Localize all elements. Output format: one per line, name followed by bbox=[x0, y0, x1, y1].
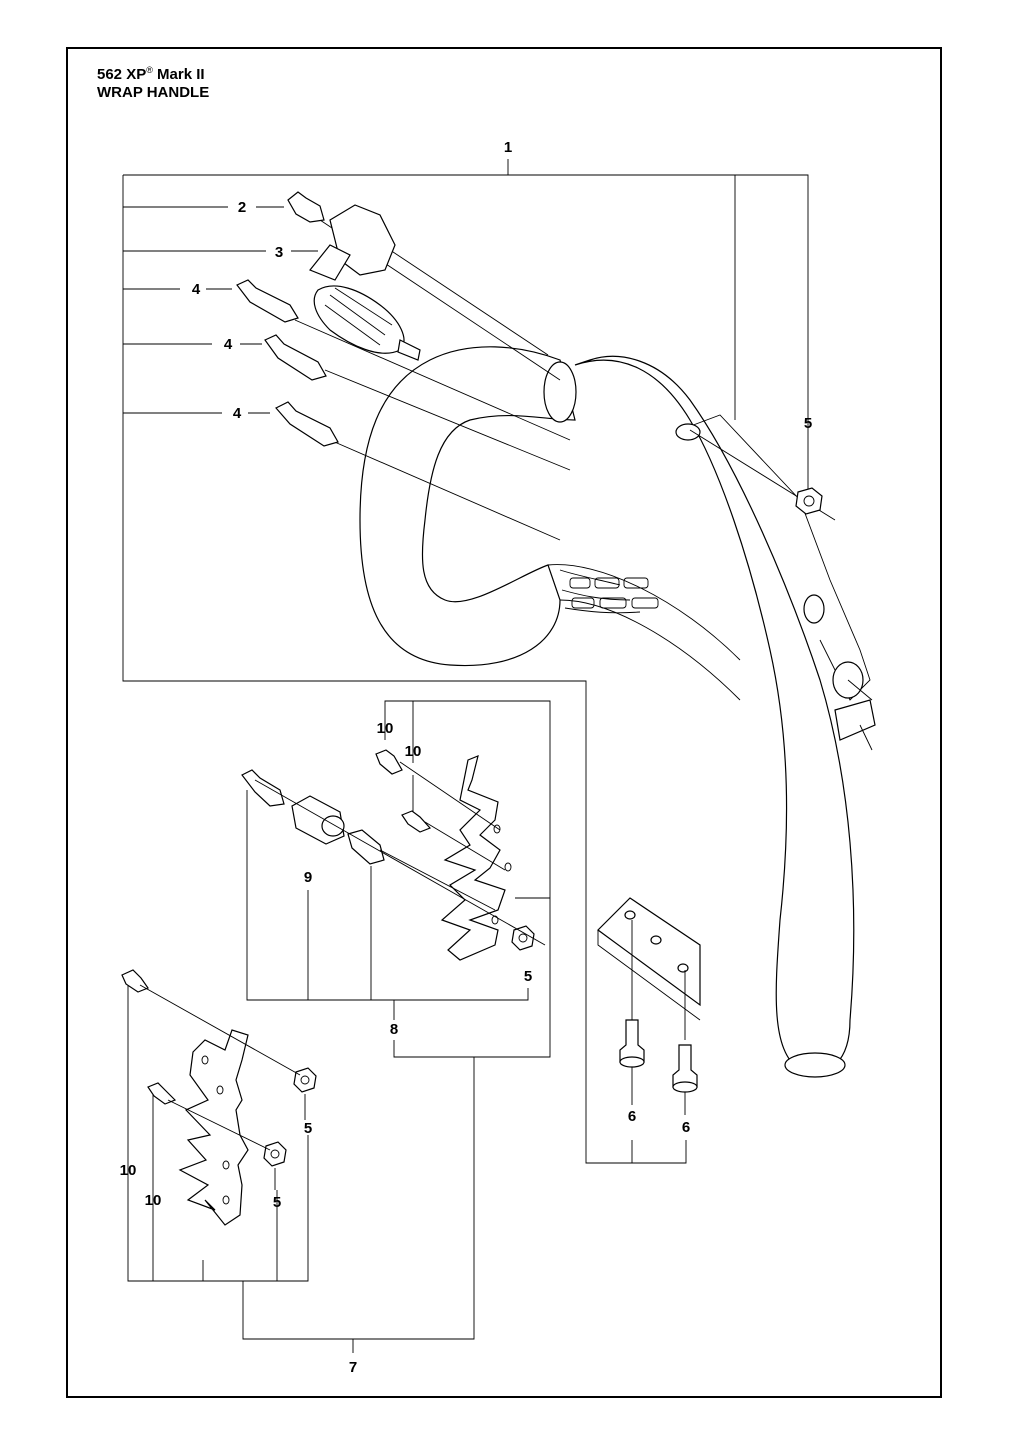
callout-10c: 10 bbox=[120, 1162, 137, 1179]
nut-5-top bbox=[795, 487, 823, 515]
screw-4-a bbox=[236, 279, 299, 323]
kit7-leaders bbox=[139, 984, 306, 1190]
spike-bumper-outer bbox=[178, 1029, 249, 1226]
model-variant: Mark II bbox=[157, 66, 205, 83]
bolt-6-a bbox=[619, 1019, 645, 1068]
callout-10b: 10 bbox=[405, 743, 422, 760]
screw-4-c bbox=[275, 401, 339, 447]
callout-3: 3 bbox=[275, 244, 283, 261]
bolt-6-b bbox=[672, 1044, 698, 1093]
callout-4b: 4 bbox=[224, 336, 233, 353]
leader-lines bbox=[294, 209, 873, 1040]
bolt-9 bbox=[347, 829, 385, 865]
screw-4-b bbox=[264, 334, 327, 381]
callout-7: 7 bbox=[349, 1359, 357, 1376]
nut-5-kit7-a bbox=[293, 1067, 317, 1093]
screw-2 bbox=[287, 191, 325, 223]
callout-9: 9 bbox=[304, 869, 312, 886]
callout-5c: 5 bbox=[304, 1120, 312, 1137]
model-name: 562 XP bbox=[97, 66, 147, 83]
callout-6a: 6 bbox=[628, 1108, 636, 1125]
bolt-6-leaders bbox=[631, 1067, 686, 1115]
callout-2: 2 bbox=[238, 199, 246, 216]
callout-4c: 4 bbox=[233, 405, 242, 422]
assembly-8-bracket bbox=[246, 700, 551, 1058]
nut-5-kit7-b bbox=[263, 1141, 287, 1167]
callout-10a: 10 bbox=[377, 720, 394, 737]
callout-8: 8 bbox=[390, 1021, 398, 1038]
spacer-9 bbox=[291, 795, 345, 845]
assembly-1-bracket bbox=[122, 159, 809, 1164]
callout-4a: 4 bbox=[192, 281, 201, 298]
assembly-7-bracket bbox=[127, 980, 475, 1353]
screw-10-b bbox=[401, 810, 432, 833]
registered-mark: ® bbox=[146, 65, 153, 75]
callout-5a: 5 bbox=[804, 415, 812, 432]
page-title: 562 XP® Mark II WRAP HANDLE bbox=[97, 61, 209, 102]
callout-10d: 10 bbox=[145, 1192, 162, 1209]
screw-8 bbox=[241, 769, 285, 807]
kit8-leaders bbox=[254, 761, 546, 946]
av-mount-part bbox=[309, 204, 421, 361]
drawing-frame bbox=[66, 47, 942, 1398]
callout-6b: 6 bbox=[682, 1119, 690, 1136]
callout-5d: 5 bbox=[273, 1194, 281, 1211]
nut-5-kit8 bbox=[511, 925, 535, 951]
section-name: WRAP HANDLE bbox=[97, 84, 210, 101]
screw-10-a bbox=[375, 749, 403, 775]
wrap-handle-tube bbox=[359, 346, 876, 1078]
screw-10-d bbox=[147, 1082, 177, 1105]
callout-5b: 5 bbox=[524, 968, 532, 985]
callout-1: 1 bbox=[504, 139, 512, 156]
model-line: 562 XP® Mark II bbox=[97, 61, 209, 84]
spike-bumper-inner bbox=[440, 755, 512, 961]
screw-10-c bbox=[121, 969, 149, 993]
